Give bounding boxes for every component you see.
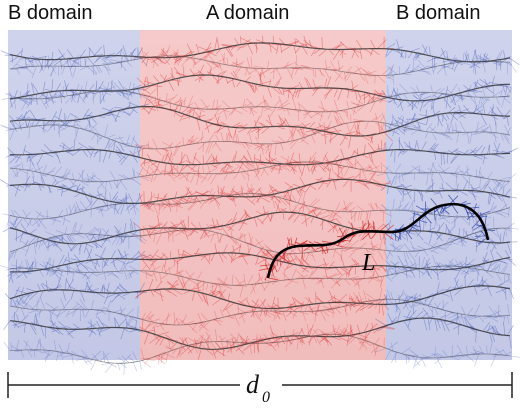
bottlebrush-chain	[1, 81, 512, 122]
chain-backbone	[9, 317, 511, 350]
chain-length-label: L	[361, 250, 375, 276]
chain-backbone	[9, 227, 511, 254]
chain-backbone	[9, 211, 511, 245]
period-dimension: d 0	[7, 370, 513, 406]
highlighted-chain-backbone	[266, 202, 490, 279]
b-domain-left-label: B domain	[8, 2, 93, 24]
a-domain-label: A domain	[206, 2, 290, 24]
chain-backbone	[9, 42, 511, 63]
bottlebrush-chain	[0, 167, 517, 215]
bottlebrush-chain	[5, 64, 512, 112]
chain-backbone	[9, 161, 511, 183]
chain-backbone	[9, 74, 511, 102]
chain-backbone	[10, 148, 511, 166]
b-domain-left-region	[8, 30, 140, 360]
bottlebrush-chain	[8, 96, 511, 149]
bottlebrush-chain	[9, 44, 518, 85]
bottlebrush-chain	[7, 243, 517, 284]
chain-backbone	[9, 178, 511, 204]
chain-backbone	[9, 55, 511, 76]
chain-backbone	[9, 105, 510, 137]
chain-backbone	[9, 120, 511, 150]
bottlebrush-chain	[8, 217, 519, 266]
chain-backbone	[9, 333, 511, 364]
b-domain-right-label: B domain	[396, 2, 481, 24]
chain-backbone	[9, 285, 511, 310]
period-symbol: d	[246, 370, 260, 399]
chain-backbone	[9, 252, 511, 273]
chain-backbone	[9, 265, 511, 286]
chain-backbone	[9, 298, 511, 326]
period-subscript: 0	[262, 389, 270, 406]
chain-backbone	[9, 89, 511, 113]
highlighted-chain-group	[258, 194, 496, 281]
chains-layer	[0, 35, 520, 375]
